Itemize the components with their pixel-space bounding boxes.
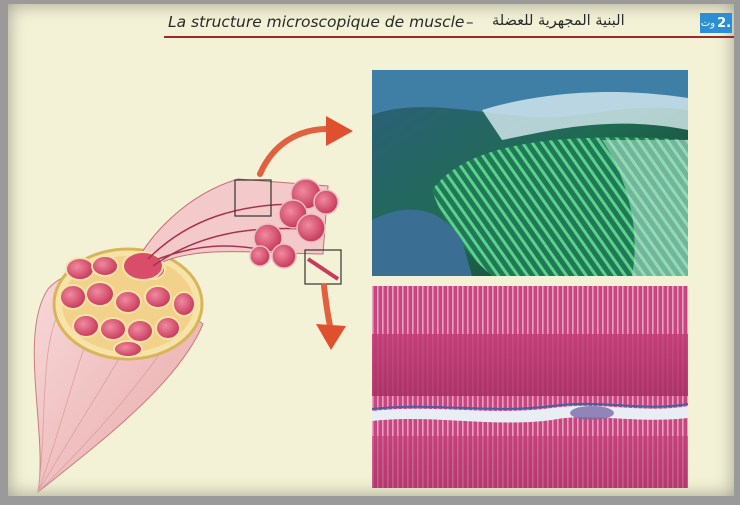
badge-number: 2. <box>717 16 731 31</box>
light-micrograph-image <box>372 286 688 488</box>
title-dash: – <box>466 13 474 31</box>
badge-prefix: وت <box>701 18 715 29</box>
arrow-to-bottom-photo <box>324 286 330 326</box>
muscle-illustration <box>8 4 368 496</box>
title-arabic: البنية المجهرية للعضلة <box>492 13 625 29</box>
document-page: La structure microscopique de muscle – ا… <box>8 4 734 496</box>
figure-number-badge: وت 2. <box>700 13 732 33</box>
electron-micrograph-image <box>372 70 688 276</box>
arrow-to-top-photo <box>260 129 328 174</box>
